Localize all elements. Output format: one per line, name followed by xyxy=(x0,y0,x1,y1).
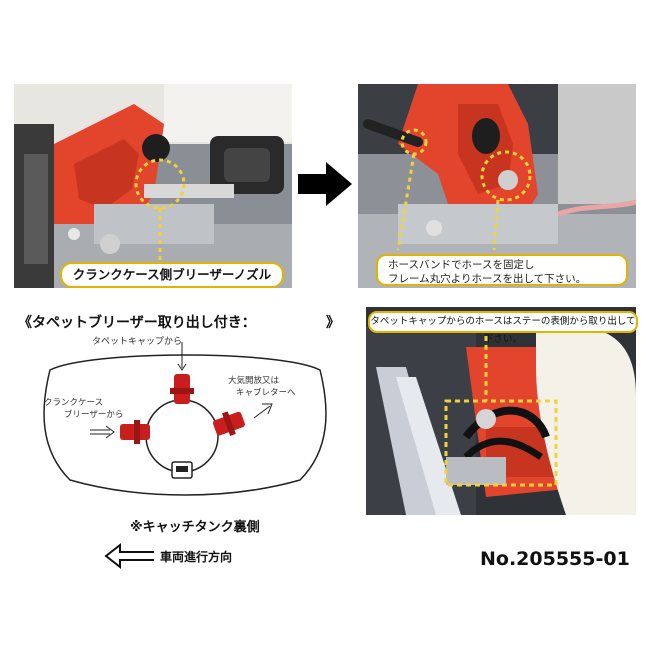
left-nozzle-icon xyxy=(120,420,150,444)
atmosphere-out-arrow-icon xyxy=(253,403,273,419)
atmosphere-label-line2: キャブレターへ xyxy=(236,388,296,398)
diagram-heading: 《タペットブリーザー取り出し付き： xyxy=(18,315,256,331)
top-nozzle-icon xyxy=(170,374,194,404)
crankcase-in-arrow-icon xyxy=(90,425,115,439)
frame-hole-caption: ホースバンドでホースを固定し フレーム丸穴よりホースを出して下さい。 xyxy=(376,254,628,286)
right-nozzle-icon xyxy=(212,411,245,436)
right-arrow-icon xyxy=(298,162,352,206)
vehicle-direction-label: 車両進行方向 xyxy=(160,550,233,564)
crankcase-label-line2: ブリーザーから xyxy=(64,410,124,420)
photo-tappet-hose-routing xyxy=(366,307,636,515)
tank-outline xyxy=(43,354,327,496)
left-arrow-icon xyxy=(104,542,154,570)
frame-hole-caption-line1: ホースバンドでホースを固定し xyxy=(388,259,535,271)
crankcase-label-line1: クランクケース xyxy=(44,398,104,408)
tappet-hose-caption: タペットキャップからのホースはステーの表側から取り出して下さい。 xyxy=(368,311,638,345)
port-circle xyxy=(145,399,219,473)
bottom-fitting-icon xyxy=(171,461,193,479)
diagram-heading-close: 》 xyxy=(326,315,340,331)
catch-tank-diagram xyxy=(43,342,327,496)
tappet-label: タペットキャップから xyxy=(92,337,183,347)
catch-tank-back-note: ※キャッチタンク裏側 xyxy=(130,520,260,535)
frame-hole-caption-line2: フレーム丸穴よりホースを出して下さい。 xyxy=(388,273,587,285)
photo-crankcase-nozzle xyxy=(14,84,292,288)
atmosphere-label-line1: 大気開放又は xyxy=(228,376,280,386)
crankcase-nozzle-caption: クランクケース側ブリーザーノズル xyxy=(60,262,284,288)
part-number: No.205555-01 xyxy=(480,548,630,570)
